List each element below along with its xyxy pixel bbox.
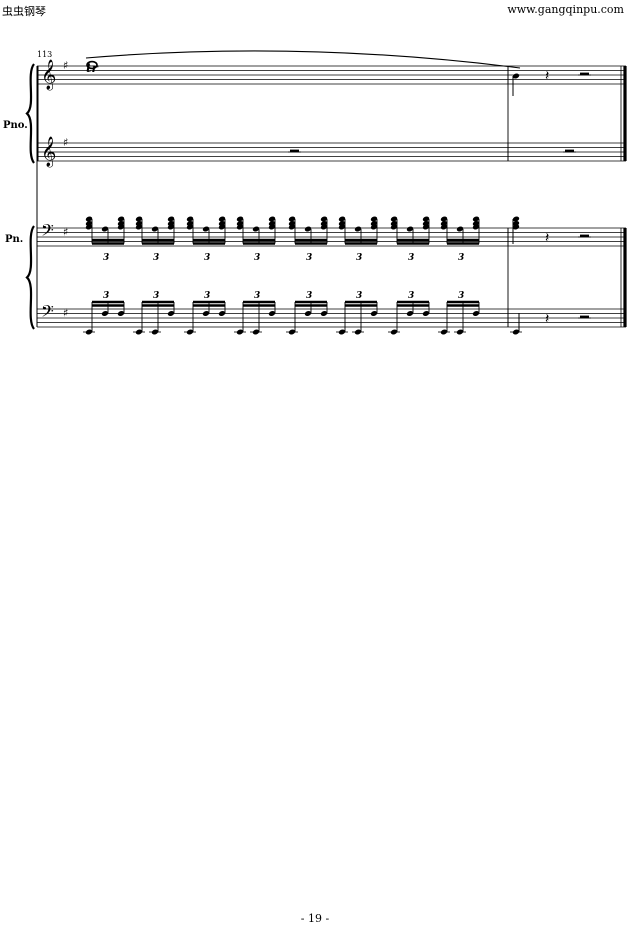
chord-note-head: [117, 216, 125, 222]
chord-note-head: [440, 224, 448, 230]
quarter-rest: 𝄽: [545, 68, 549, 84]
tuplet-number: 3: [103, 253, 109, 263]
half-rest: [565, 149, 574, 153]
chord-note-head: [218, 224, 226, 230]
note-head: [202, 310, 210, 317]
tuplet-number: 3: [458, 253, 464, 263]
chord-note-head: [390, 224, 398, 230]
slur: [85, 50, 521, 69]
chord-note-head: [512, 224, 520, 230]
tuplet-number: 3: [254, 253, 260, 263]
tuplet-number: 3: [356, 291, 362, 301]
half-rest: [580, 315, 589, 319]
chord-note-head: [167, 224, 175, 230]
tuplet-number: 3: [254, 291, 260, 301]
tuplet-number: 3: [408, 291, 414, 301]
chord-note-head: [117, 224, 125, 230]
note-head: [101, 310, 109, 317]
instrument-label-pno: Pno.: [3, 120, 28, 131]
tuplet-number: 3: [458, 291, 464, 301]
tuplet-number: 3: [306, 291, 312, 301]
tuplet-number: 3: [153, 253, 159, 263]
chord-note-head: [186, 224, 194, 230]
tuplet-number: 3: [408, 253, 414, 263]
note-head: [117, 310, 125, 317]
note-head: [456, 226, 464, 232]
note-head: [151, 226, 159, 232]
chord-note-head: [186, 216, 194, 222]
chord-note-head: [370, 224, 378, 230]
chord-note-head: [320, 224, 328, 230]
chord-note-head: [390, 216, 398, 222]
bass-clef-icon: 𝄢: [41, 220, 54, 244]
note-head: [101, 226, 109, 232]
chord-note-head: [422, 224, 430, 230]
site-name: 虫虫钢琴: [2, 5, 46, 18]
chord-note-head: [472, 216, 480, 222]
note-head: [422, 310, 430, 317]
chord-note-head: [236, 224, 244, 230]
instrument-label-pn: Pn.: [5, 234, 23, 245]
note-head: [304, 310, 312, 317]
page-number: - 19 -: [300, 912, 330, 925]
tuplet-number: 3: [204, 291, 210, 301]
note-head: [406, 310, 414, 317]
site-url[interactable]: www.gangqinpu.com: [507, 3, 624, 16]
chord-note-head: [288, 224, 296, 230]
chord-note-head: [370, 216, 378, 222]
sharp-key-signature: ♯: [63, 59, 68, 72]
note-head: [472, 310, 480, 317]
note-head: [406, 226, 414, 232]
sharp-key-signature: ♯: [63, 307, 68, 320]
tuplet-number: 3: [356, 253, 362, 263]
chord-note-head: [268, 224, 276, 230]
bass-clef-icon: 𝄢: [41, 301, 54, 325]
chord-note-head: [85, 216, 93, 222]
note-head: [252, 226, 260, 232]
treble-clef-icon: 𝄞: [41, 59, 56, 91]
note-head: [320, 310, 328, 317]
sharp-key-signature: ♯: [63, 226, 68, 239]
chord-note-head: [422, 216, 430, 222]
chord-note-head: [512, 216, 520, 222]
tuplet-number: 3: [204, 253, 210, 263]
chord-note-head: [135, 224, 143, 230]
tuplet-number: 3: [153, 291, 159, 301]
tuplet-number: 3: [306, 253, 312, 263]
chord-note-head: [472, 224, 480, 230]
chord-note-head: [268, 216, 276, 222]
quarter-rest: 𝄽: [545, 311, 549, 327]
chord-note-head: [440, 216, 448, 222]
sharp-key-signature: ♯: [63, 136, 68, 149]
tuplet-number: 3: [103, 291, 109, 301]
brace-pn: [25, 225, 35, 330]
chord-note-head: [135, 216, 143, 222]
note-head: [370, 310, 378, 317]
chord-note-head: [320, 216, 328, 222]
half-rest: [580, 234, 589, 238]
chord-note-head: [236, 216, 244, 222]
half-rest: [290, 149, 299, 153]
whole-note: [86, 60, 98, 70]
note-head: [202, 226, 210, 232]
quarter-note-head: [512, 73, 520, 79]
quarter-rest: 𝄽: [545, 230, 549, 246]
chord-note-head: [218, 216, 226, 222]
treble-clef-icon: 𝄞: [41, 136, 56, 168]
note-head: [167, 310, 175, 317]
half-rest: [580, 72, 589, 76]
chord-note-head: [167, 216, 175, 222]
chord-note-head: [338, 216, 346, 222]
note-head: [304, 226, 312, 232]
brace-pno: [25, 63, 35, 164]
measure-number: 113: [37, 50, 52, 59]
note-head: [218, 310, 226, 317]
note-head: [268, 310, 276, 317]
chord-note-head: [288, 216, 296, 222]
note-head: [354, 226, 362, 232]
chord-note-head: [338, 224, 346, 230]
music-notation: 𝄞 𝄞 𝄢 𝄢 ♯ ♯ ♯ ♯ 𝄽 𝄽 𝄽 3 3 3 3 3 3 3 3 3 3 3 3 3 3 3 3: [25, 50, 627, 335]
chord-note-head: [85, 224, 93, 230]
